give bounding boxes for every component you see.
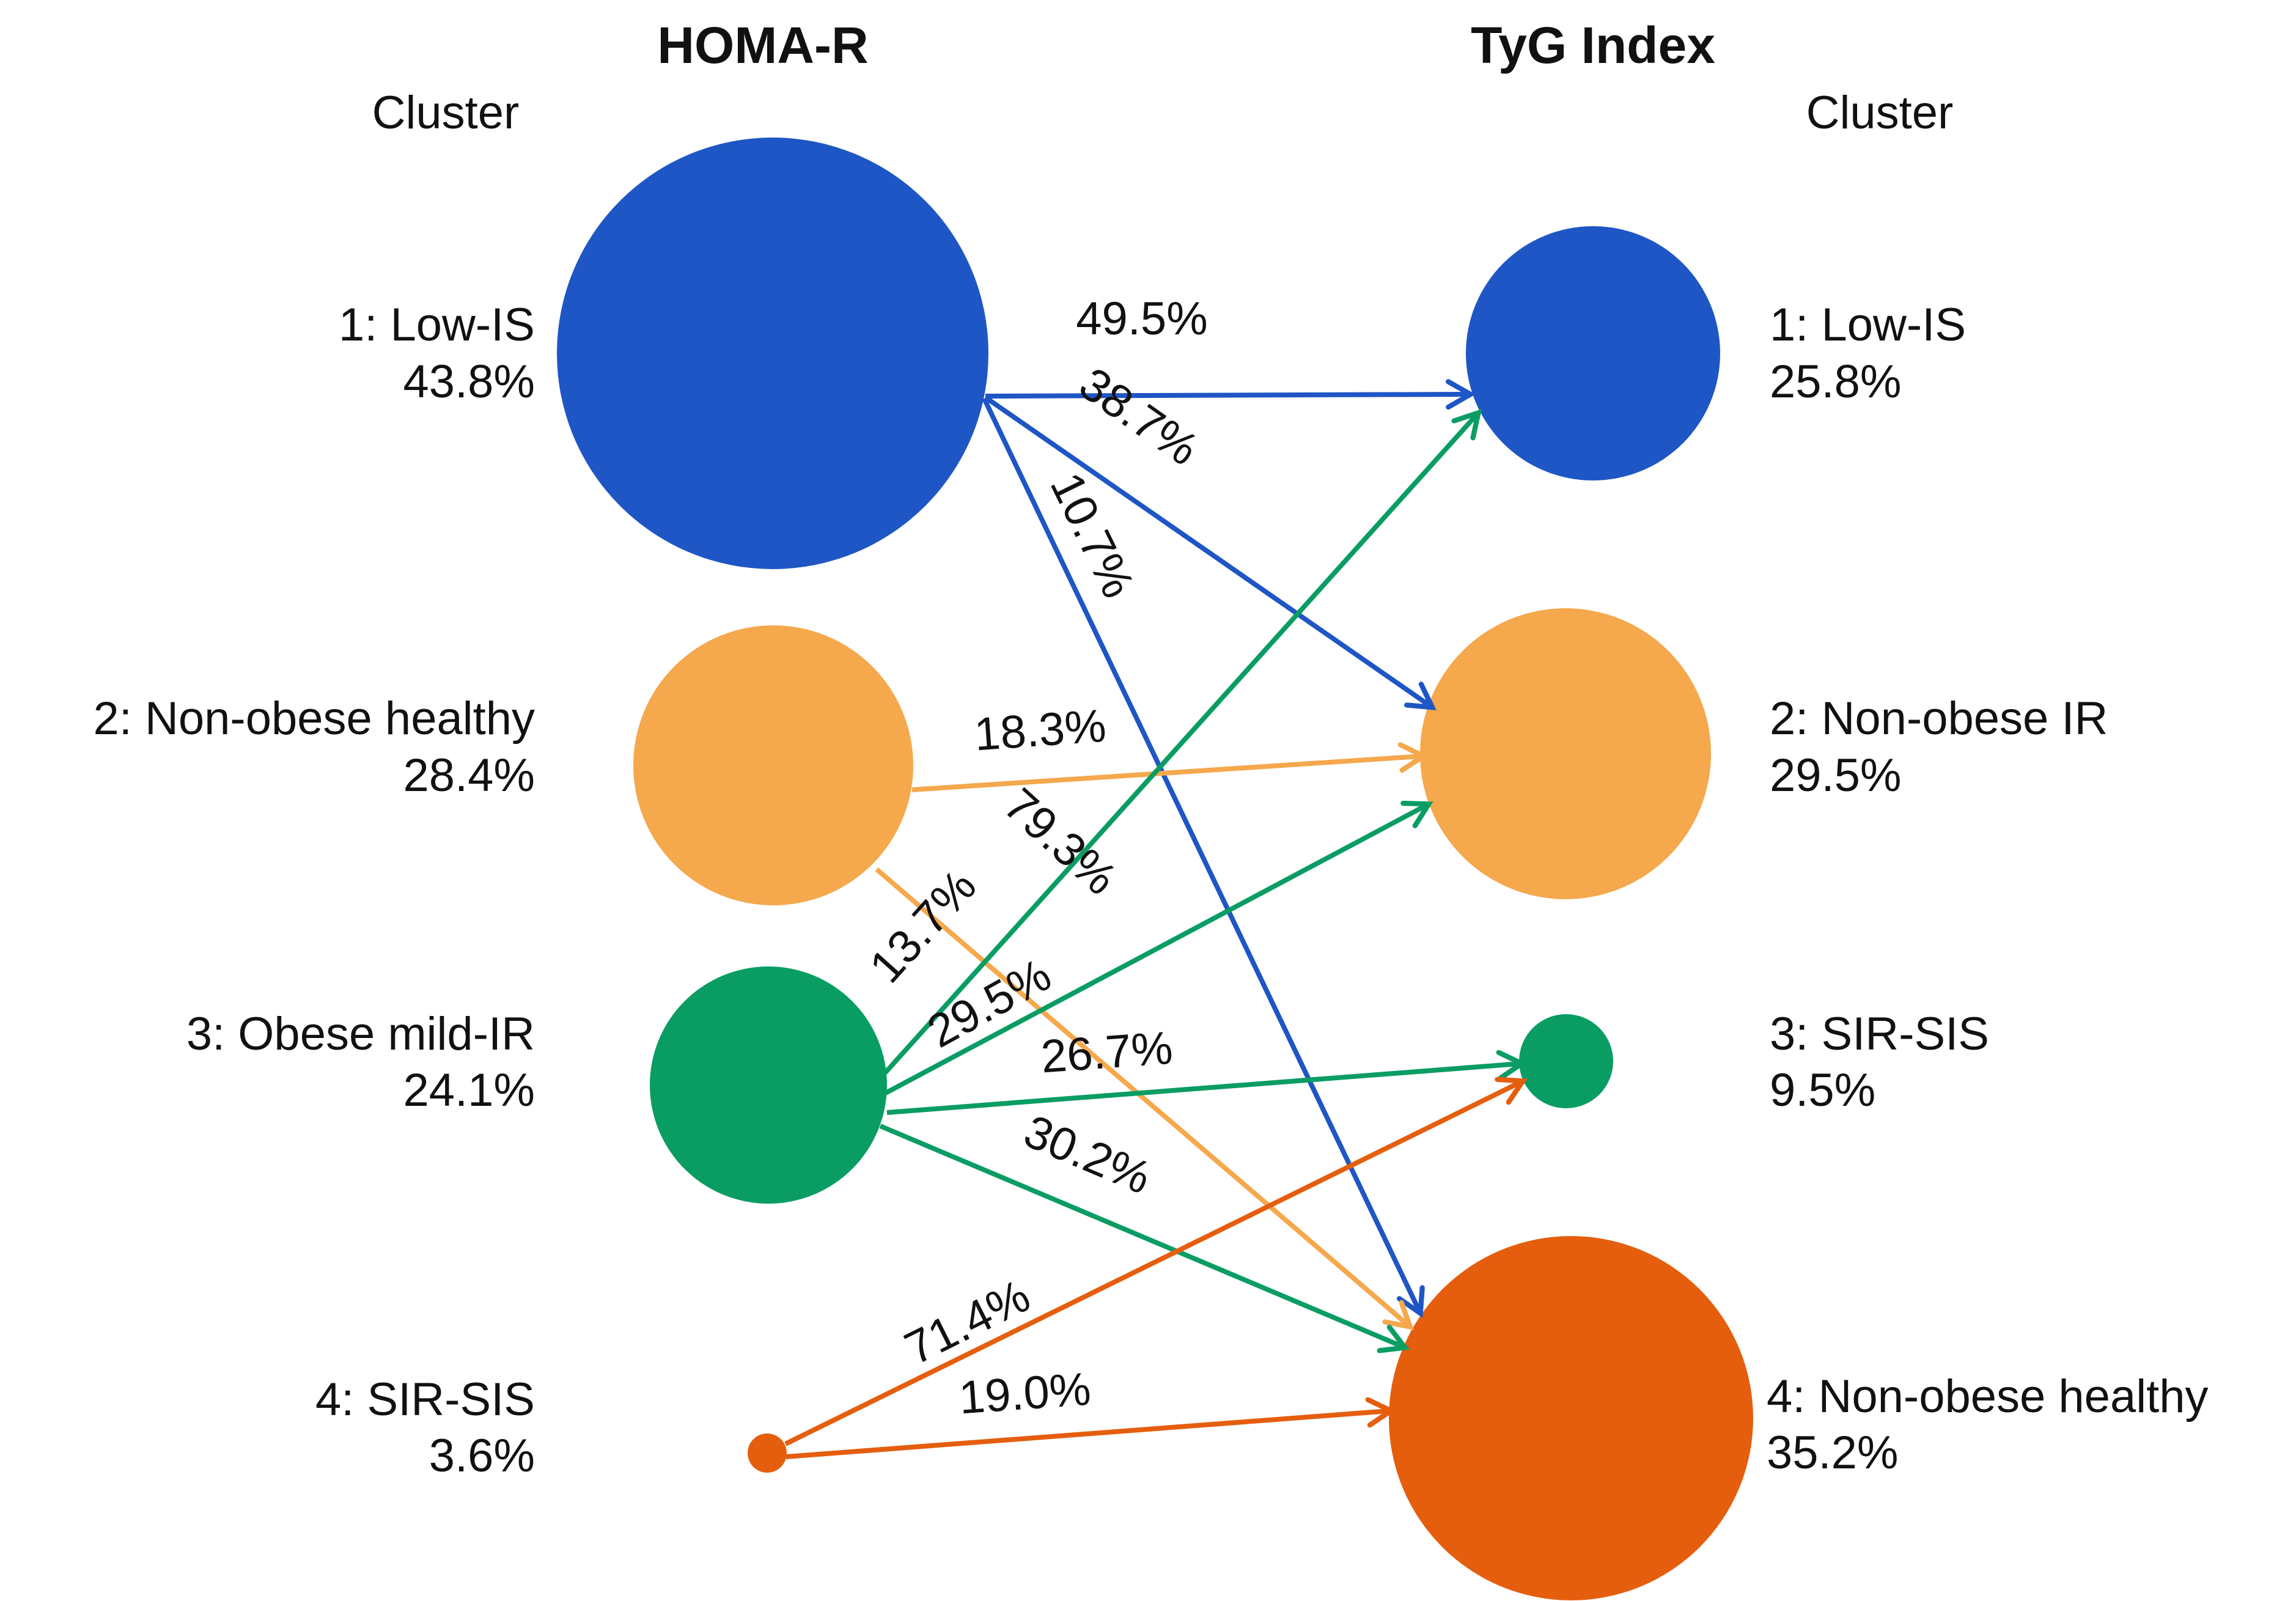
node-label-homar-4-pct: 3.6% — [429, 1430, 535, 1482]
node-circle-tyg-2-non-obese-ir — [1420, 608, 1711, 899]
node-label-tyg-1-name: 1: Low-IS — [1770, 299, 1966, 351]
node-label-homar-2-pct: 28.4% — [403, 749, 535, 801]
node-label-homar-3-pct: 24.1% — [403, 1064, 535, 1116]
node-label-homar-2-name: 2: Non-obese healthy — [94, 693, 535, 745]
flow-arrow-l4-r3 — [784, 1077, 1528, 1446]
flow-label-l3-r3: 26.7% — [1039, 1022, 1174, 1083]
flow-label-l3-r4: 30.2% — [1017, 1105, 1158, 1204]
flow-arrow-l3-r3 — [886, 1050, 1527, 1115]
left-column-title: HOMA-R — [657, 17, 868, 74]
node-label-tyg-4-name: 4: Non-obese healthy — [1767, 1371, 2208, 1422]
node-label-homar-1-pct: 43.8% — [403, 356, 535, 408]
flow-label-l1-r2: 38.7% — [1070, 358, 1207, 476]
flow-label-l4-r3: 71.4% — [897, 1270, 1038, 1375]
node-label-tyg-2-name: 2: Non-obese IR — [1770, 693, 2108, 745]
node-circle-tyg-1-low-is — [1466, 226, 1720, 480]
flow-label-l3-r1: 13.7% — [859, 860, 986, 993]
right-cluster-axis-label: Cluster — [1806, 87, 1954, 139]
flow-label-l2-r4: 79.3% — [994, 778, 1127, 905]
node-label-tyg-3-name: 3: SIR-SIS — [1770, 1008, 1989, 1060]
node-circle-homar-1-low-is — [557, 138, 988, 569]
flow-arrow-l2-r2 — [911, 742, 1429, 792]
flow-label-l1-r4: 10.7% — [1040, 465, 1144, 606]
node-circle-tyg-4-non-obese-healthy — [1389, 1236, 1753, 1600]
flow-label-l4-r4: 19.0% — [957, 1363, 1092, 1424]
node-label-tyg-2: 2: Non-obese IR 29.5% — [1770, 693, 2108, 801]
node-label-tyg-3: 3: SIR-SIS 9.5% — [1770, 1008, 1989, 1116]
node-label-homar-3: 3: Obese mild-IR 24.1% — [186, 1008, 535, 1116]
node-label-homar-1-name: 1: Low-IS — [339, 299, 535, 351]
node-label-homar-4: 4: SIR-SIS 3.6% — [315, 1374, 535, 1482]
right-column-title: TyG Index — [1471, 17, 1715, 74]
flow-arrow-l1-r2 — [984, 395, 1437, 710]
flow-arrow-l3-r2 — [882, 800, 1433, 1097]
node-label-tyg-1: 1: Low-IS 25.8% — [1770, 299, 1966, 408]
node-label-homar-3-name: 3: Obese mild-IR — [186, 1008, 535, 1060]
node-label-tyg-4: 4: Non-obese healthy 35.2% — [1767, 1371, 2208, 1479]
node-label-tyg-4-pct: 35.2% — [1767, 1427, 1899, 1479]
node-circle-homar-3-obese-mild-ir — [650, 966, 887, 1204]
flow-arrow-l3-r1 — [883, 409, 1482, 1075]
flow-label-l1-r1: 49.5% — [1076, 293, 1208, 345]
flow-arrow-l2-r4 — [875, 867, 1415, 1330]
flow-arrow-l4-r4 — [786, 1397, 1396, 1459]
node-circle-tyg-3-sir-sis — [1519, 1014, 1613, 1108]
node-label-tyg-3-pct: 9.5% — [1770, 1064, 1875, 1116]
node-label-homar-4-name: 4: SIR-SIS — [315, 1374, 535, 1426]
flow-arrow-l3-r4 — [879, 1124, 1410, 1353]
node-label-homar-2: 2: Non-obese healthy 28.4% — [94, 693, 535, 801]
node-circle-homar-4-sir-sis — [748, 1434, 787, 1473]
flow-arrow-l1-r1 — [985, 379, 1476, 410]
flow-label-l2-r2: 18.3% — [973, 700, 1108, 761]
node-label-homar-1: 1: Low-IS 43.8% — [339, 299, 535, 408]
node-label-tyg-1-pct: 25.8% — [1770, 356, 1902, 408]
flow-arrow-l1-r4 — [982, 397, 1425, 1318]
node-circle-homar-2-non-obese-healthy — [633, 625, 913, 905]
left-cluster-axis-label: Cluster — [372, 87, 520, 139]
node-label-tyg-2-pct: 29.5% — [1770, 749, 1902, 801]
